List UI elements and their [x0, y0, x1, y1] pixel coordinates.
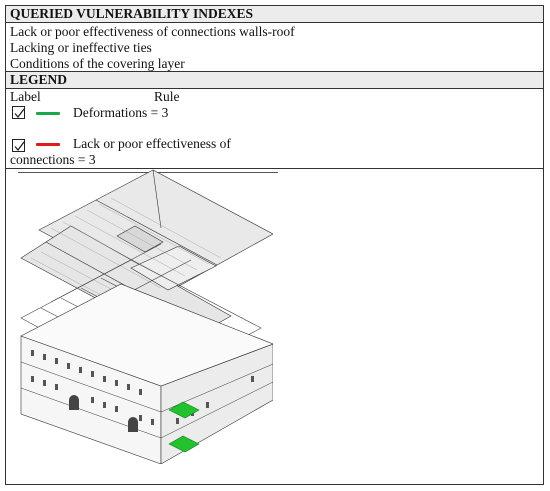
legend-label-header: Label — [10, 89, 41, 104]
divider — [6, 168, 543, 169]
index-item: Lacking or ineffective ties — [10, 40, 152, 55]
legend-item-text: connections = 3 — [10, 152, 96, 167]
query-panel: QUERIED VULNERABILITY INDEXES Lack or po… — [5, 5, 544, 485]
legend-item-text: Lack or poor effectiveness of — [73, 136, 231, 151]
legend-checkbox-deformations[interactable] — [12, 106, 25, 119]
legend-title: LEGEND — [6, 71, 543, 89]
legend-item-text: Deformations = 3 — [73, 105, 169, 120]
index-item: Conditions of the covering layer — [10, 56, 185, 71]
legend-checkbox-connections[interactable] — [12, 139, 25, 152]
checkmark-icon — [14, 141, 25, 152]
index-item: Lack or poor effectiveness of connection… — [10, 24, 295, 39]
legend-swatch-red — [36, 143, 60, 146]
highlighted-element[interactable] — [168, 401, 200, 453]
legend-swatch-green — [36, 112, 60, 115]
legend-rule-header: Rule — [154, 89, 180, 104]
panel-title: QUERIED VULNERABILITY INDEXES — [6, 6, 543, 23]
checkmark-icon — [14, 108, 25, 119]
building-3d-model[interactable] — [11, 168, 273, 464]
